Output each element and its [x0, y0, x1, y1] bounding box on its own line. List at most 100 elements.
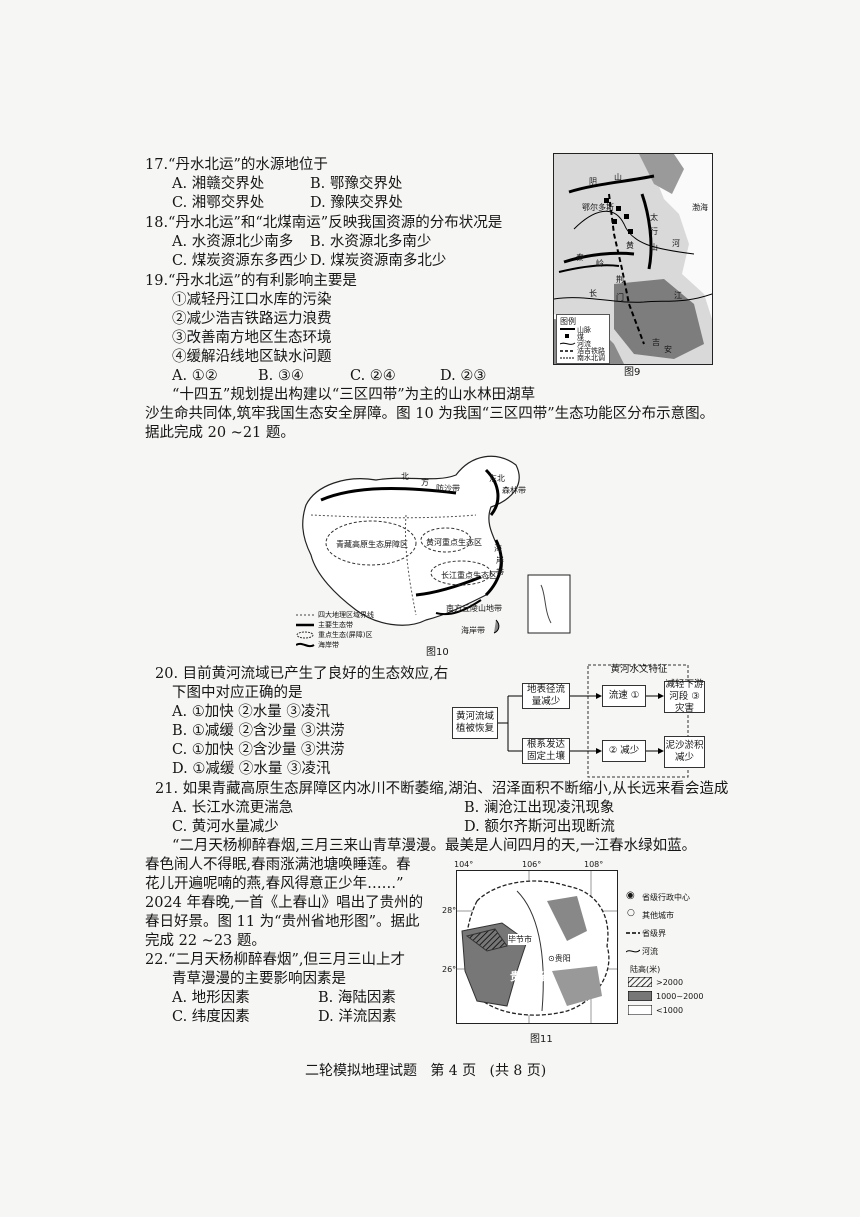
fig11-legend: ◉省级行政中心 ○其他城市 省级界 河流 陆高(米) >2000 1000~20…: [626, 890, 726, 1018]
flow-bot-mid: 根系发达固定土壤: [522, 738, 570, 764]
fig9-label-shan: 山: [614, 173, 622, 182]
intro22-line3: 花儿开遍呢喃的燕,春风得意正少年……”: [145, 876, 404, 892]
q19-option-d: D. ②③: [440, 368, 487, 384]
q21-stem: 21. 如果青藏高原生态屏障区内冰川不断萎缩,湖泊、沼泽面积不断缩小,从长远来看…: [155, 781, 729, 797]
q21-option-d: D. 额尔齐斯河出现断流: [464, 819, 615, 835]
fig9-label-he: 河: [672, 239, 680, 248]
fig9-legend-5: 南水北调: [577, 354, 605, 362]
fig9-label-qin: 秦: [576, 253, 584, 262]
fig11-city1: 毕节市: [508, 934, 532, 945]
fig10-label-senlin: 森林带: [502, 486, 526, 495]
q17-option-c: C. 湘鄂交界处: [172, 195, 265, 211]
fig11-legend-e2: 1000~2000: [656, 992, 704, 1001]
q20-stem-2: 下图中对应正确的是: [172, 685, 303, 701]
flow-top-end: 减轻下游河段 ③ 灾害: [664, 679, 705, 714]
fig11-city2: ⊙贵阳: [548, 953, 571, 964]
fig10-label-huanghe: 黄河重点生态区: [426, 538, 482, 547]
intro20-line2: 沙生命共同体,筑牢我国生态安全屏障。图 10 为我国“三区四带”生态功能区分布示…: [145, 406, 715, 422]
fig11-legend-e3: <1000: [656, 1006, 684, 1015]
q19-statement-4: ④缓解沿线地区缺水问题: [172, 349, 332, 365]
fig11-lat2: 26°: [442, 965, 457, 974]
q22-option-b: B. 海陆因素: [318, 990, 396, 1006]
fig9-label-ji: 吉: [652, 338, 660, 347]
fig10-legend-1: 四大地理区域界线: [318, 611, 374, 619]
q21-option-c: C. 黄河水量减少: [172, 819, 279, 835]
q22-option-c: C. 纬度因素: [172, 1009, 250, 1025]
fig9-legend-3: 河流: [577, 340, 591, 348]
intro22-line6: 完成 22 ~23 题。: [145, 933, 266, 949]
figure-11-map: 104° 106° 108° 28° 26° 毕节市 ⊙贵阳 贵 州 省 ◉省级…: [442, 860, 726, 1032]
q18-option-d: D. 煤炭资源南多北少: [310, 253, 447, 269]
fig9-caption: 图9: [624, 367, 641, 378]
fig9-label-yin: 阴: [589, 177, 597, 186]
intro22-line5: 春日好景。图 11 为“贵州省地形图”。据此: [145, 914, 420, 930]
capital-icon: ◉: [626, 890, 635, 901]
fig9-label-ordos: 鄂尔多斯: [582, 203, 614, 212]
intro20-line1: “十四五”规划提出构建以“三区四带”为主的山水林田湖草: [172, 387, 536, 403]
fig11-lon2: 106°: [522, 860, 542, 869]
fig10-label-qingzang: 青藏高原生态屏障区: [336, 540, 408, 549]
q18-stem: 18.“丹水北运”和“北煤南运”反映我国资源的分布状况是: [145, 215, 503, 231]
fig9-label-tai: 太: [650, 213, 658, 222]
q22-stem-2: 青草漫漫的主要影响因素是: [172, 971, 346, 987]
fig10-legend-4: 海岸带: [318, 641, 339, 649]
q22-option-a: A. 地形因素: [172, 990, 250, 1006]
fig10-label-hai: 海: [494, 544, 502, 553]
fig10-label-fangsha: 防沙带: [436, 484, 460, 493]
fig10-caption: 图10: [426, 647, 449, 658]
q18-option-c: C. 煤炭资源东多西少: [172, 253, 308, 269]
fig11-province: 贵 州 省: [510, 970, 551, 983]
fig9-label-men: 门: [616, 293, 624, 302]
q18-option-a: A. 水资源北少南多: [172, 234, 294, 250]
fig9-label-ling: 岭: [596, 259, 604, 268]
fig11-legend-e1: >2000: [656, 978, 684, 987]
q22-option-d: D. 洋流因素: [318, 1009, 397, 1025]
fig9-label-huang: 黄: [626, 241, 634, 250]
figure-9-map: 阴 山 鄂尔多斯 太 行 渤海 黄 河 山 秦 岭 长 江 荆 门 吉 安 图例…: [553, 153, 713, 365]
fig10-label-bei: 北: [401, 472, 409, 481]
fig10-label-haian2: 海岸带: [461, 626, 485, 635]
q17-option-b: B. 鄂豫交界处: [310, 176, 403, 192]
fig10-label-nanfang: 南方丘陵山地带: [446, 604, 502, 613]
fig10-label-fang: 方: [421, 478, 429, 487]
fig9-label-an: 安: [664, 345, 672, 354]
fig9-legend-4: 浩吉铁路: [577, 347, 605, 355]
fig9-label-chang: 长: [589, 289, 597, 298]
q19-option-c: C. ②④: [350, 368, 396, 384]
q18-option-b: B. 水资源北多南少: [310, 234, 432, 250]
q20-option-c: C. ①加快 ②含沙量 ③洪涝: [172, 742, 345, 758]
q21-option-b: B. 澜沧江出现凌汛现象: [464, 800, 615, 816]
fig11-legend-city: 其他城市: [642, 911, 674, 920]
intro20-line3: 据此完成 20 ~21 题。: [145, 425, 295, 441]
q17-option-d: D. 豫陕交界处: [310, 195, 403, 211]
figure-10-map: 东北 森林带 北 方 防沙带 青藏高原生态屏障区 黄河重点生态区 长江重点生态区…: [296, 445, 576, 655]
q20-option-d: D. ①减缓 ②水量 ③凌汛: [172, 761, 331, 777]
fig9-label-bohai: 渤海: [692, 203, 708, 212]
flow-bot-right: ② 减少: [602, 740, 646, 762]
fig11-lon1: 104°: [454, 860, 474, 869]
q20-option-b: B. ①减缓 ②含沙量 ③洪涝: [172, 723, 345, 739]
flow-top-right: 流速 ①: [602, 685, 646, 707]
fig9-legend-1: 山脉: [577, 326, 591, 334]
q17-option-a: A. 湘赣交界处: [172, 176, 265, 192]
fig11-lon3: 108°: [584, 860, 604, 869]
q20-option-a: A. ①加快 ②水量 ③凌汛: [172, 704, 330, 720]
fig10-legend-3: 重点生态(屏障)区: [318, 631, 373, 639]
q20-stem-1: 20. 目前黄河流域已产生了良好的生态效应,右: [155, 666, 449, 682]
intro22-line4: 2024 年春晚,一首《上春山》唱出了贵州的: [145, 895, 424, 911]
intro22-line2: 春色闹人不得眠,春雨涨满池塘唤睡莲。春: [145, 857, 411, 873]
flow-bot-end: 泥沙淤积减少: [664, 736, 705, 768]
fig11-lat1: 28°: [442, 906, 457, 915]
fig11-caption: 图11: [530, 1034, 553, 1045]
city-icon: ○: [627, 908, 635, 918]
fig9-legend-2: 煤: [577, 333, 584, 341]
q19-option-a: A. ①②: [172, 368, 218, 384]
q19-statement-3: ③改善南方地区生态环境: [172, 330, 332, 346]
flow-title: 黄河水文特征: [610, 664, 668, 675]
flow-top-mid: 地表径流量减少: [522, 683, 570, 709]
q19-stem: 19.“丹水北运”的有利影响主要是: [145, 273, 357, 289]
flow-root: 黄河流域植被恢复: [452, 707, 498, 739]
fig10-legend: 四大地理区域界线 主要生态带 重点生态(屏障)区 海岸带: [296, 610, 406, 650]
flow-diagram: 黄河水文特征 黄河流域植被恢复 地表径流量减少 流速 ① 减轻下游河段 ③ 灾害…: [450, 663, 705, 781]
fig10-legend-2: 主要生态带: [318, 621, 353, 629]
